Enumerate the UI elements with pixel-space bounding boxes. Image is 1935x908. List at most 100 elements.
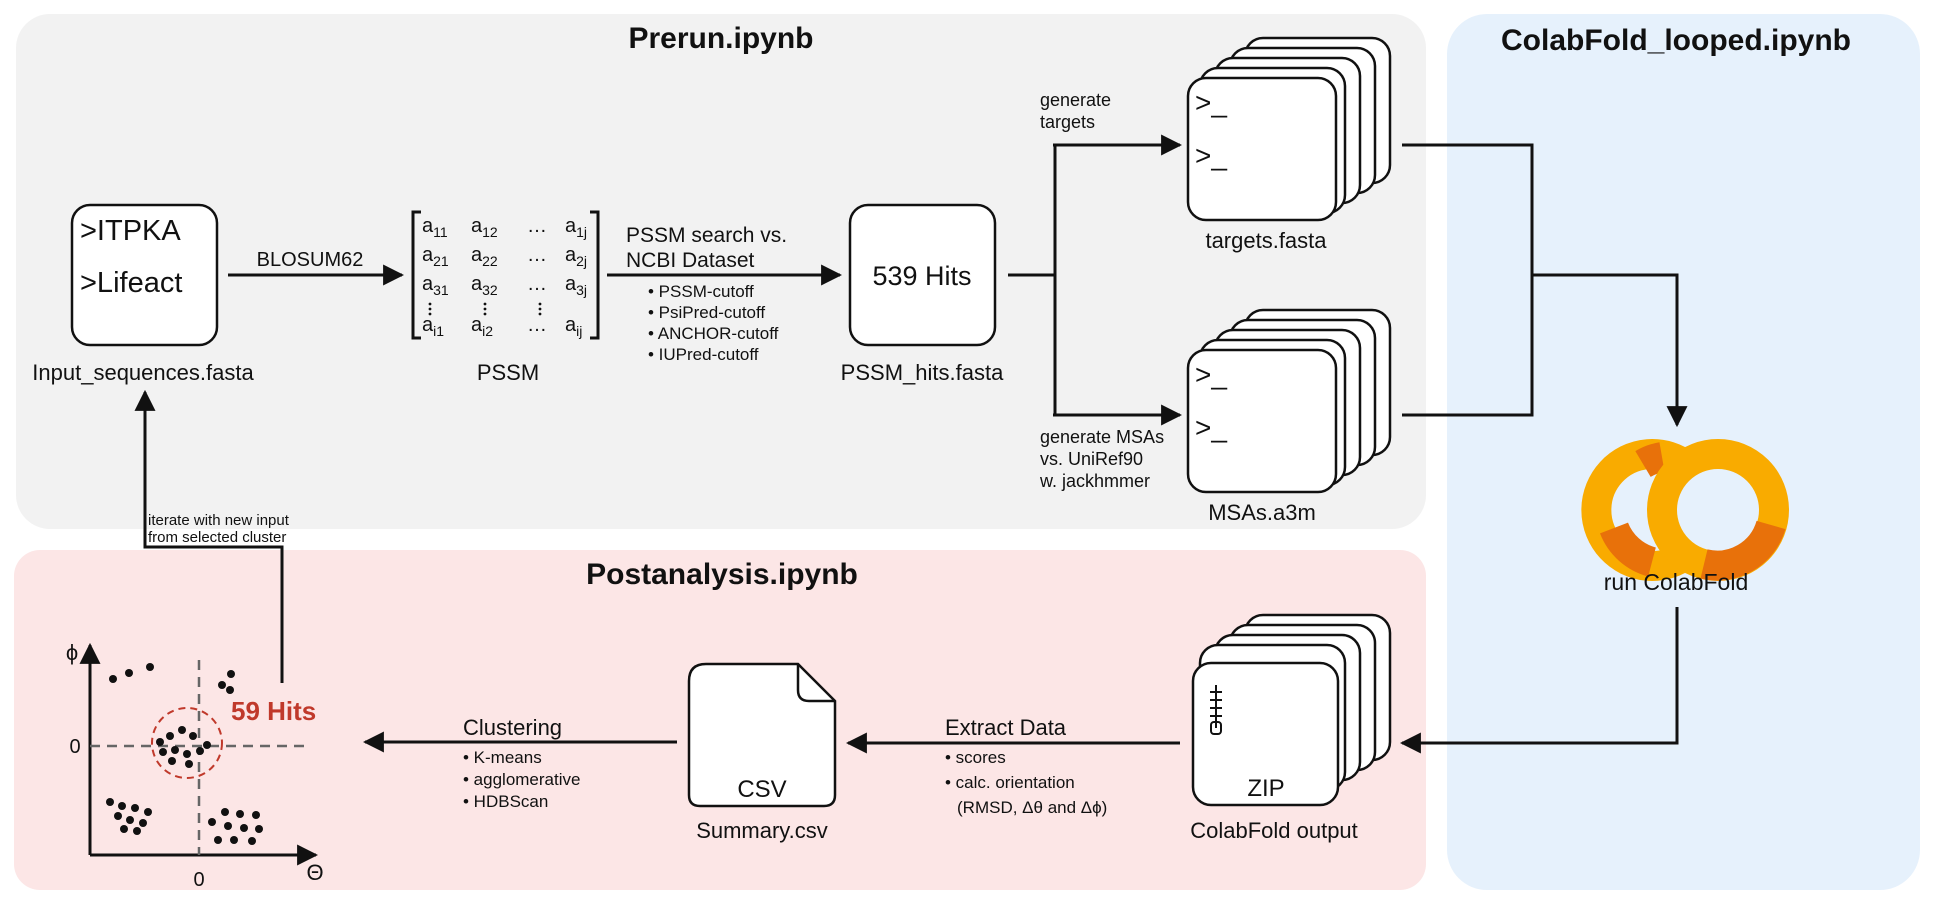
join-to-colab-arrow (1532, 273, 1688, 428)
scatter-point (146, 663, 154, 671)
seq-itpka: >ITPKA (80, 215, 181, 247)
pssm-cell: aij (565, 314, 582, 339)
search-bullet-iupred: • IUPred-cutoff (648, 345, 759, 364)
scatter-points (106, 663, 263, 845)
scatter-point (196, 747, 204, 755)
scatter-theta-label: Θ (306, 860, 323, 885)
scatter-point (236, 810, 244, 818)
pssm-ellipsis-dot (483, 312, 487, 316)
pssm-ellipsis-dot (538, 312, 542, 316)
scatter-point (227, 670, 235, 678)
msas-prompt-1: >_ (1195, 359, 1227, 390)
scatter-point (224, 822, 232, 830)
search-line1: PSSM search vs. (626, 224, 787, 247)
search-bullet-anchor: • ANCHOR-cutoff (648, 324, 779, 343)
pssm-cell: a11 (422, 215, 448, 240)
targets-file-label: targets.fasta (1205, 228, 1327, 253)
zipper-icon (1210, 685, 1222, 735)
prerun-panel (16, 14, 1426, 529)
clustering-bullet-agglomerative: • agglomerative (463, 770, 580, 789)
pssm-ellipsis-dot (538, 302, 542, 306)
targets-to-colab-line (1402, 143, 1534, 275)
pssm-cell: … (527, 215, 547, 237)
csv-doc-label: CSV (737, 776, 786, 803)
msas-to-colab-line (1402, 275, 1534, 417)
scatter-zero-y: 0 (69, 736, 80, 758)
scatter-point (126, 816, 134, 824)
pssm-bracket-right (590, 210, 600, 340)
hits-box (848, 203, 997, 347)
extract-bullet-scores: • scores (945, 748, 1006, 767)
pssm-cell: a22 (471, 244, 498, 269)
scatter-point (156, 738, 164, 746)
scatter-point (183, 750, 191, 758)
colab-to-output-arrow (1399, 607, 1679, 754)
targets-prompt-1: >_ (1195, 87, 1227, 118)
scatter-point (168, 757, 176, 765)
pssm-cell: a1j (565, 215, 587, 240)
colab-logo (1581, 439, 1789, 581)
scatter-point (106, 798, 114, 806)
clustering-title: Clustering (463, 715, 562, 740)
scatter-point (218, 681, 226, 689)
msas-note-line2: vs. UniRef90 (1040, 449, 1143, 469)
pssm-cell: … (527, 314, 547, 336)
pssm-ellipsis-dot (428, 302, 432, 306)
search-bullet-psipred: • PsiPred-cutoff (648, 303, 765, 322)
extract-bullet-orientation: • calc. orientation (945, 773, 1075, 792)
scatter-point (255, 825, 263, 833)
scatter-point (252, 811, 260, 819)
scatter-point (133, 827, 141, 835)
iterate-loop-arrow (134, 389, 284, 683)
search-bullet-pssm: • PSSM-cutoff (648, 282, 754, 301)
prerun-title: Prerun.ipynb (628, 22, 813, 55)
colabfold-title: ColabFold_looped.ipynb (1501, 24, 1851, 57)
pssm-cell: a2j (565, 244, 587, 269)
colabfold-output-stack (1191, 613, 1392, 807)
run-colabfold-label: run ColabFold (1604, 569, 1748, 595)
clustering-bullet-kmeans: • K-means (463, 748, 542, 767)
extract-title: Extract Data (945, 715, 1067, 740)
csv-fold-corner (796, 664, 835, 703)
scatter-point (159, 748, 167, 756)
postanalysis-title: Postanalysis.ipynb (586, 558, 858, 591)
clustering-bullet-hdbscan: • HDBScan (463, 792, 548, 811)
scatter-point (120, 825, 128, 833)
scatter-point (208, 818, 216, 826)
pssm-cell: a21 (422, 244, 449, 269)
scatter-zero-x: 0 (193, 869, 204, 891)
scatter-point (125, 669, 133, 677)
pssm-label: PSSM (477, 360, 539, 385)
summary-file-label: Summary.csv (696, 818, 828, 843)
scatter-point (226, 686, 234, 694)
iterate-line2: from selected cluster (148, 529, 286, 546)
zip-label: ZIP (1247, 775, 1284, 802)
pssm-ellipsis-dot (428, 307, 432, 311)
pssm-cell: a12 (471, 215, 498, 240)
selected-cluster-ring (151, 707, 223, 779)
targets-note-line2: targets (1040, 112, 1095, 132)
search-line2: NCBI Dataset (626, 249, 755, 272)
input-sequences-box (70, 203, 219, 347)
extract-bullet-rmsd: (RMSD, Δθ and Δϕ) (957, 798, 1107, 817)
pssm-cell: ai1 (422, 314, 444, 339)
scatter-phi-label: ϕ (66, 640, 78, 665)
pssm-cell: ai2 (471, 314, 493, 339)
scatter-point (214, 836, 222, 844)
pssm-ellipsis-dot (538, 307, 542, 311)
msas-note-line3: w. jackhmmer (1039, 471, 1150, 491)
scatter-point (171, 746, 179, 754)
scatter-point (221, 808, 229, 816)
scatter-point (240, 824, 248, 832)
msas-prompt-2: >_ (1195, 412, 1227, 443)
msas-file-stack (1186, 308, 1392, 494)
scatter-point (185, 760, 193, 768)
pssm-bracket-left (411, 210, 421, 340)
scatter-point (178, 726, 186, 734)
msas-file-label: MSAs.a3m (1208, 500, 1316, 525)
blosum-label: BLOSUM62 (257, 249, 364, 271)
scatter-point (203, 741, 211, 749)
msas-note-line1: generate MSAs (1040, 427, 1164, 447)
